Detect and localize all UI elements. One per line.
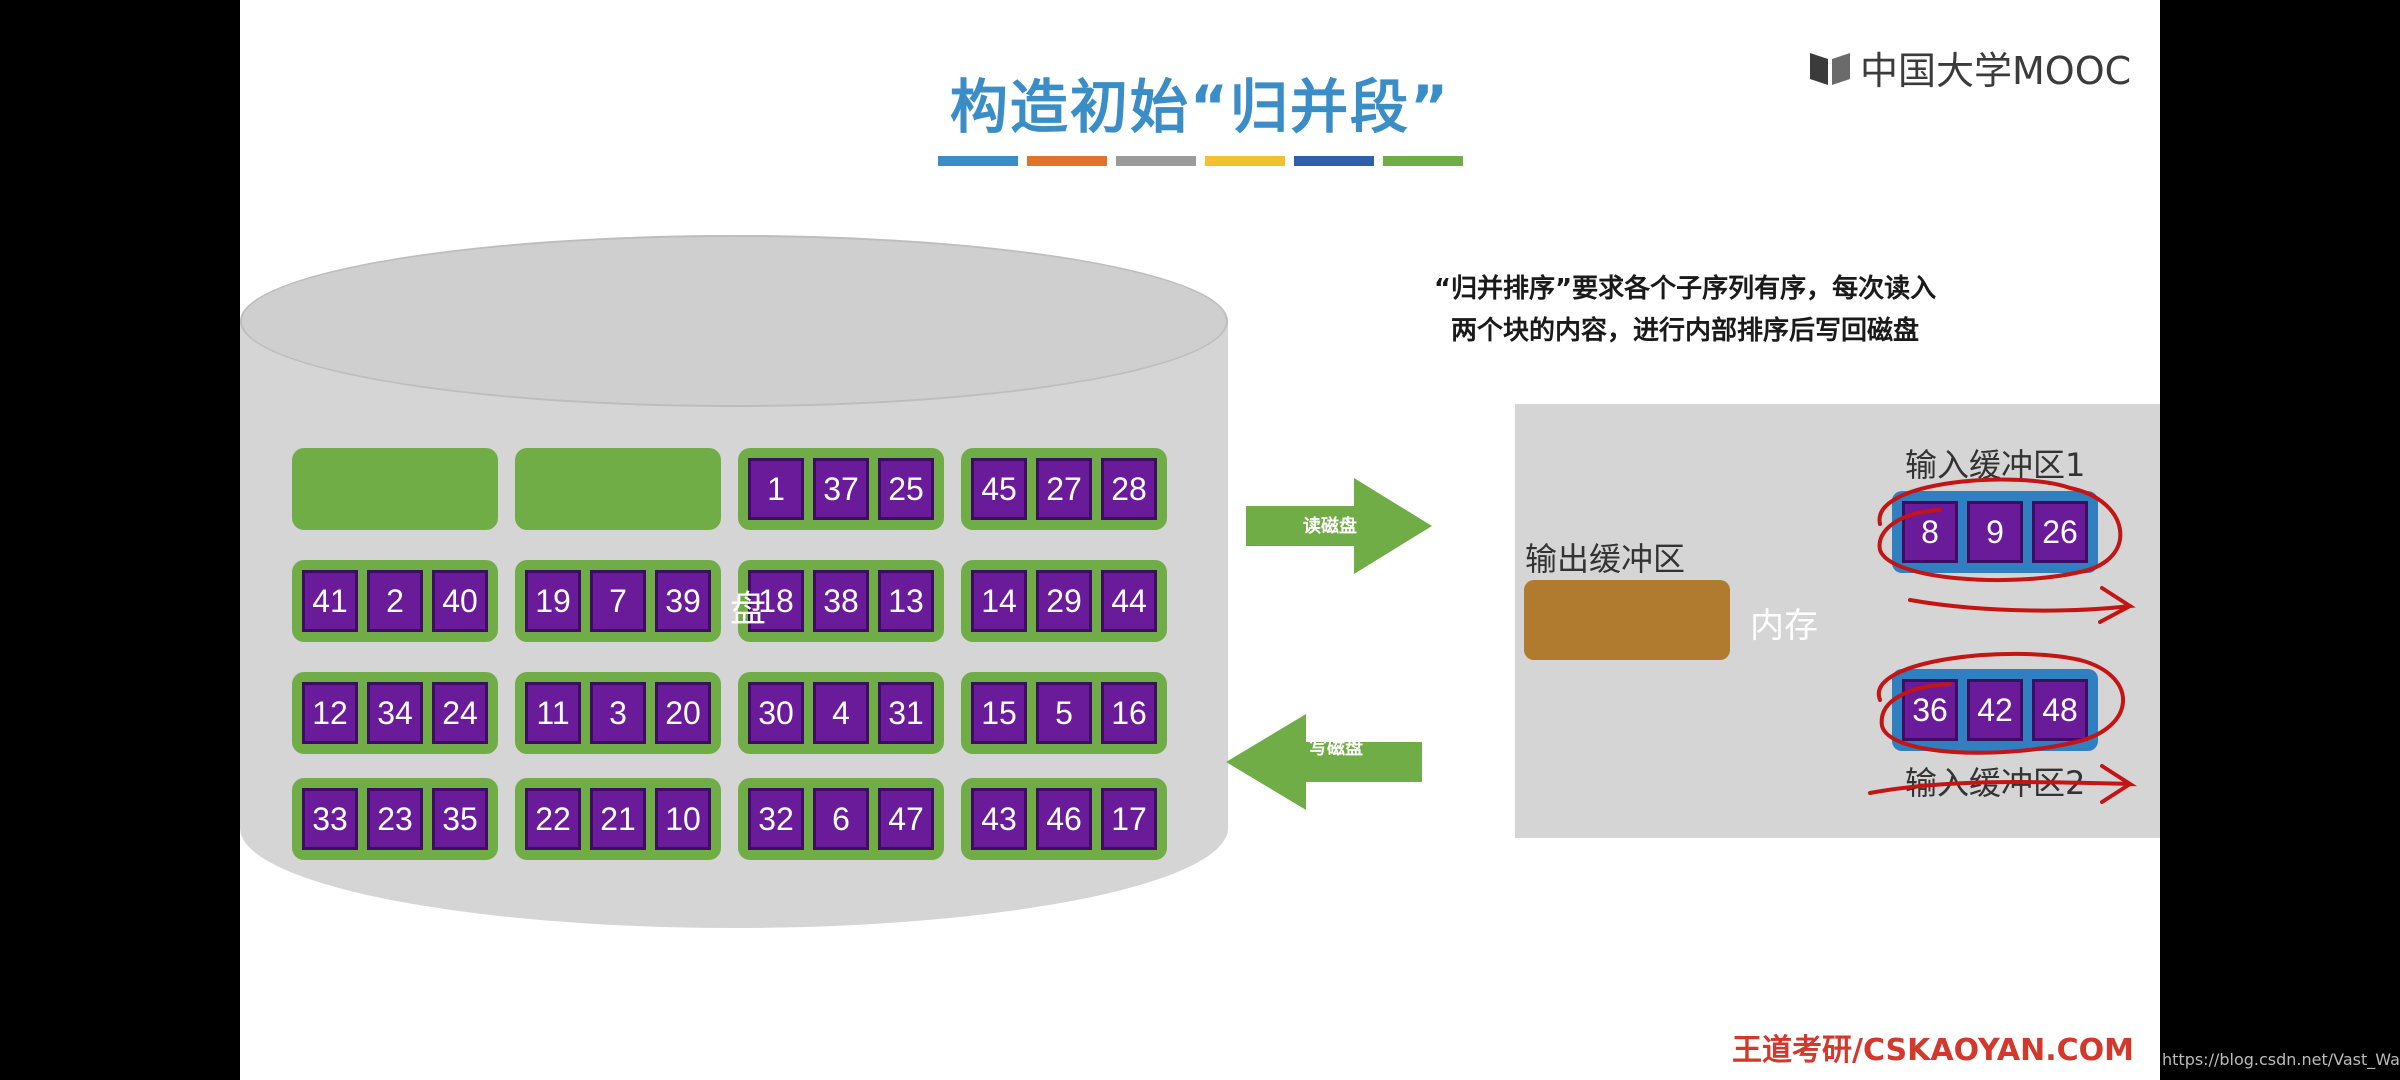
description-line-1: “归并排序”要求各个子序列有序，每次读入	[1433, 274, 1937, 304]
memory-label: 内存	[1750, 606, 1818, 646]
record-cell: 28	[1101, 458, 1157, 520]
record-cell: 14	[971, 570, 1027, 632]
record-cell: 33	[302, 788, 358, 850]
buffer-cell: 48	[2032, 679, 2088, 741]
circle-mark	[1876, 651, 2125, 755]
input-buffer-2: 36 42 48	[1892, 669, 2098, 751]
write-disk-label: 写磁盘	[1309, 738, 1363, 759]
record-cell: 30	[748, 682, 804, 744]
record-cell: 31	[878, 682, 934, 744]
empty-disk-block	[515, 448, 721, 530]
record-cell: 3	[590, 682, 646, 744]
stripe	[1383, 156, 1463, 166]
record-cell: 5	[1036, 682, 1092, 744]
empty-disk-block	[292, 448, 498, 530]
record-cell: 37	[813, 458, 869, 520]
output-buffer-label: 输出缓冲区	[1525, 540, 1686, 578]
disk-label-partial: 盘	[730, 589, 767, 630]
arrow-mark	[1908, 586, 2136, 624]
record-cell: 20	[655, 682, 711, 744]
record-cell: 2	[367, 570, 423, 632]
buffer-cell: 9	[1967, 501, 2023, 563]
record-cell: 23	[367, 788, 423, 850]
record-cell: 38	[813, 570, 869, 632]
mooc-logo: 中国大学MOOC	[1808, 44, 2131, 93]
record-cell: 35	[432, 788, 488, 850]
arrow-mark	[1868, 764, 2138, 804]
record-cell: 1	[748, 458, 804, 520]
record-cell: 41	[302, 570, 358, 632]
buffer-cell: 36	[1902, 679, 1958, 741]
output-buffer	[1524, 580, 1730, 660]
circle-mark	[1877, 477, 2123, 583]
record-cell: 45	[971, 458, 1027, 520]
record-cell: 15	[971, 682, 1027, 744]
slide-title: 构造初始“归并段”	[949, 73, 1451, 141]
buffer-cell: 26	[2032, 501, 2088, 563]
record-cell: 22	[525, 788, 581, 850]
record-cell: 17	[1101, 788, 1157, 850]
record-cell: 40	[432, 570, 488, 632]
record-cell: 10	[655, 788, 711, 850]
description-line-2: 两个块的内容，进行内部排序后写回磁盘	[1450, 316, 1919, 346]
disk-cylinder-top	[240, 235, 1228, 407]
merge-sort-description: “归并排序”要求各个子序列有序，每次读入 两个块的内容，进行内部排序后写回磁盘	[1390, 268, 1980, 352]
record-cell: 16	[1101, 682, 1157, 744]
record-cell: 21	[590, 788, 646, 850]
source-watermark: https://blog.csdn.net/Vast_Wang	[2162, 1050, 2400, 1069]
read-disk-label: 读磁盘	[1303, 516, 1357, 537]
stripe	[1116, 156, 1196, 166]
record-cell: 19	[525, 570, 581, 632]
record-cell: 18	[748, 570, 804, 632]
record-cell: 27	[1036, 458, 1092, 520]
stripe	[1027, 156, 1107, 166]
record-cell: 6	[813, 788, 869, 850]
record-cell: 7	[590, 570, 646, 632]
record-cell: 4	[813, 682, 869, 744]
record-cell: 47	[878, 788, 934, 850]
record-cell: 46	[1036, 788, 1092, 850]
record-cell: 39	[655, 570, 711, 632]
record-cell: 24	[432, 682, 488, 744]
title-underline-stripes	[938, 156, 1463, 166]
record-cell: 12	[302, 682, 358, 744]
write-disk-arrow	[1226, 714, 1422, 810]
record-cell: 29	[1036, 570, 1092, 632]
footer-brand: 王道考研/CSKAOYAN.COM	[1732, 1033, 2134, 1068]
buffer-cell: 42	[1967, 679, 2023, 741]
record-cell: 11	[525, 682, 581, 744]
read-disk-arrow	[1246, 478, 1432, 574]
stripe	[1294, 156, 1374, 166]
record-cell: 25	[878, 458, 934, 520]
handwritten-annotations	[1868, 477, 2138, 804]
record-cell: 43	[971, 788, 1027, 850]
record-cell: 13	[878, 570, 934, 632]
logo-text: 中国大学MOOC	[1860, 48, 2132, 93]
record-cell: 34	[367, 682, 423, 744]
stripe	[938, 156, 1018, 166]
stripe	[1205, 156, 1285, 166]
book-icon	[1810, 53, 1850, 85]
record-cell: 32	[748, 788, 804, 850]
record-cell: 44	[1101, 570, 1157, 632]
